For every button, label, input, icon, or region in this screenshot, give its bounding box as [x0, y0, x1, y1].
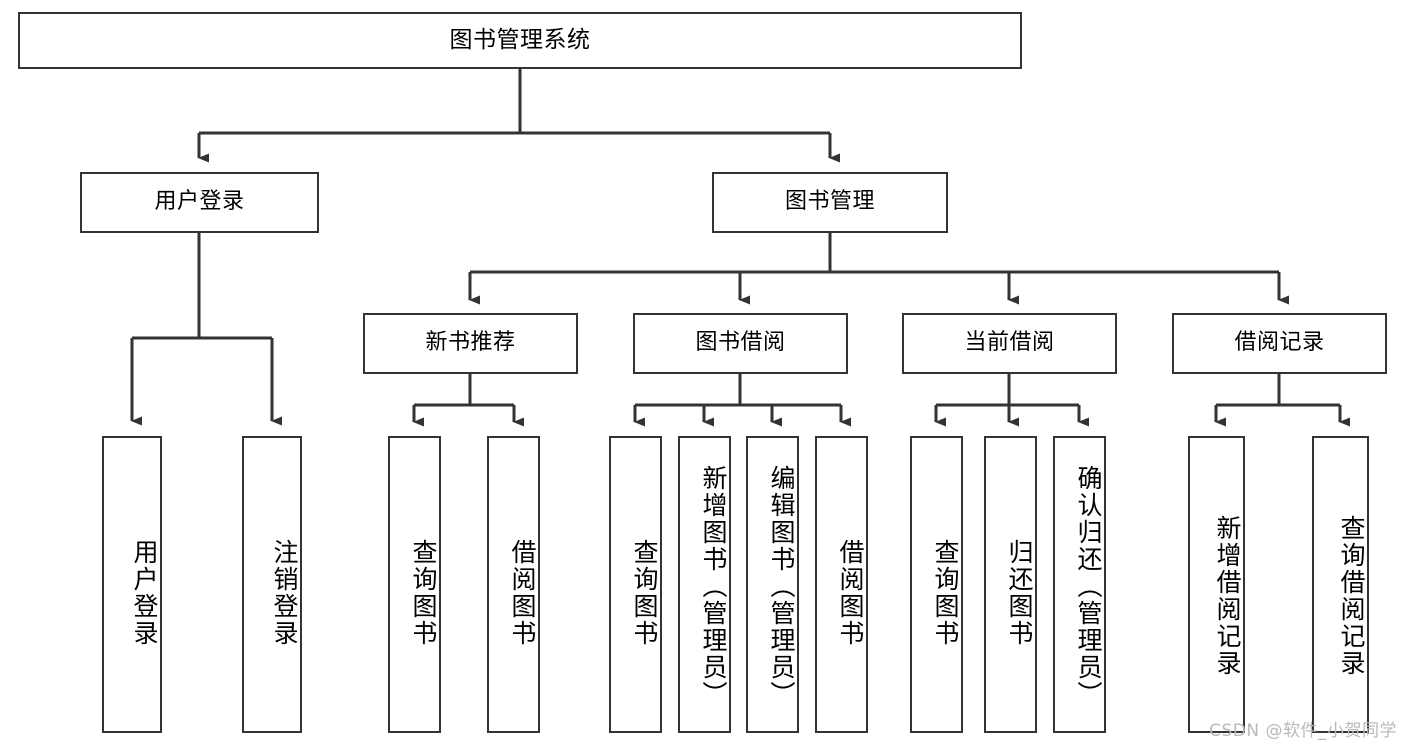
- node-leaf-user-login[interactable]: 用户登录: [102, 436, 162, 733]
- node-new-book-recommend-label: 新书推荐: [425, 330, 516, 356]
- node-current-borrow-label: 当前借阅: [964, 330, 1055, 356]
- node-leaf-confirm-return-admin-label: 确认归还（管理员）: [1074, 465, 1103, 708]
- node-leaf-borrow-book-recommend[interactable]: 借阅图书: [487, 436, 540, 733]
- node-leaf-return-book[interactable]: 归还图书: [984, 436, 1037, 733]
- node-leaf-query-borrow-record[interactable]: 查询借阅记录: [1312, 436, 1369, 733]
- node-borrow-record[interactable]: 借阅记录: [1172, 313, 1387, 374]
- node-leaf-return-book-label: 归还图书: [1005, 538, 1034, 647]
- node-leaf-query-book-current[interactable]: 查询图书: [910, 436, 963, 733]
- node-leaf-user-login-label: 用户登录: [130, 538, 159, 647]
- connector-book-manage-to-level3: [468, 233, 1289, 305]
- node-leaf-logout-login[interactable]: 注销登录: [242, 436, 302, 733]
- node-current-borrow[interactable]: 当前借阅: [902, 313, 1117, 374]
- connector-current-borrow-to-leaves: [934, 374, 1089, 427]
- node-leaf-query-borrow-record-label: 查询借阅记录: [1337, 514, 1366, 677]
- node-new-book-recommend[interactable]: 新书推荐: [363, 313, 578, 374]
- connector-borrow-record-to-leaves: [1214, 374, 1350, 427]
- node-leaf-confirm-return-admin[interactable]: 确认归还（管理员）: [1053, 436, 1106, 733]
- connector-new-book-recommend-to-leaves: [412, 374, 524, 427]
- node-leaf-query-book-borrow-label: 查询图书: [630, 538, 659, 647]
- node-root-system-label: 图书管理系统: [449, 26, 591, 53]
- node-leaf-query-book-recommend[interactable]: 查询图书: [388, 436, 441, 733]
- connector-user-login-to-leaves: [130, 233, 282, 426]
- connector-root-to-level2: [197, 69, 840, 163]
- node-leaf-edit-book-admin-label: 编辑图书（管理员）: [767, 465, 796, 708]
- node-leaf-add-borrow-record[interactable]: 新增借阅记录: [1188, 436, 1245, 733]
- node-book-borrow-label: 图书借阅: [695, 330, 786, 356]
- node-user-login-label: 用户登录: [154, 189, 245, 215]
- node-leaf-logout-login-label: 注销登录: [270, 538, 299, 647]
- node-leaf-query-book-borrow[interactable]: 查询图书: [609, 436, 662, 733]
- node-leaf-borrow-book[interactable]: 借阅图书: [815, 436, 868, 733]
- node-leaf-add-borrow-record-label: 新增借阅记录: [1213, 514, 1242, 677]
- node-leaf-edit-book-admin[interactable]: 编辑图书（管理员）: [746, 436, 799, 733]
- node-book-manage[interactable]: 图书管理: [712, 172, 948, 233]
- node-book-manage-label: 图书管理: [784, 189, 875, 215]
- node-book-borrow[interactable]: 图书借阅: [633, 313, 848, 374]
- connector-book-borrow-to-leaves: [633, 374, 851, 427]
- node-leaf-add-book-admin-label: 新增图书（管理员）: [699, 465, 728, 708]
- node-root-system[interactable]: 图书管理系统: [18, 12, 1022, 69]
- node-leaf-borrow-book-label: 借阅图书: [836, 538, 865, 647]
- node-borrow-record-label: 借阅记录: [1234, 330, 1325, 356]
- node-leaf-add-book-admin[interactable]: 新增图书（管理员）: [678, 436, 731, 733]
- node-leaf-query-book-recommend-label: 查询图书: [409, 538, 438, 647]
- node-user-login[interactable]: 用户登录: [80, 172, 319, 233]
- node-leaf-query-book-current-label: 查询图书: [931, 538, 960, 647]
- node-leaf-borrow-book-recommend-label: 借阅图书: [508, 538, 537, 647]
